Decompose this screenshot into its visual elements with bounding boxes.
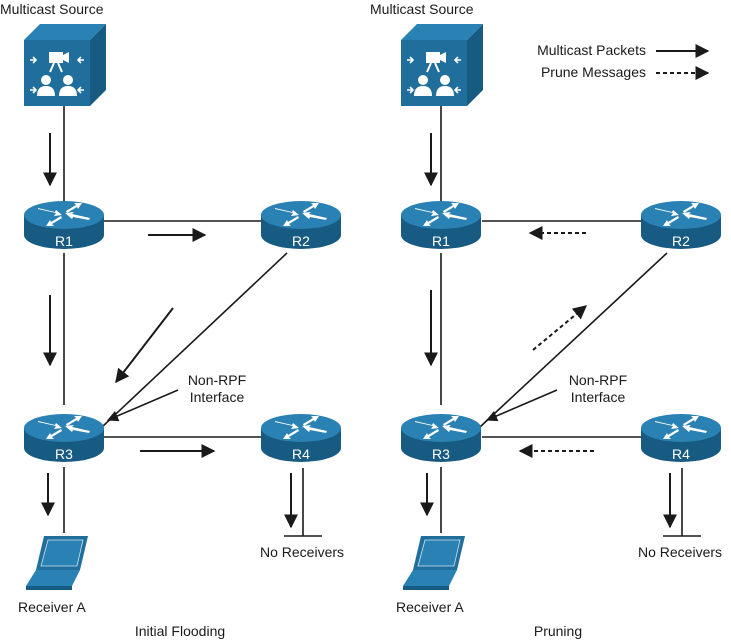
router-label: R1 xyxy=(432,233,450,249)
router-r1[interactable]: R1 xyxy=(401,201,481,249)
router-r3[interactable]: R3 xyxy=(401,414,481,462)
non-rpf-label-line1: Non-RPF xyxy=(188,372,246,388)
router-r4[interactable]: R4 xyxy=(261,414,341,462)
caption-initial-flooding: Initial Flooding xyxy=(135,623,225,639)
links xyxy=(440,106,701,537)
non-rpf-label-line2: Interface xyxy=(190,389,245,405)
panel-pruning: Multicast Source Multicast Packets Prune… xyxy=(370,1,722,639)
router-r2[interactable]: R2 xyxy=(261,201,341,249)
multicast-packet-arrows xyxy=(41,133,298,529)
non-rpf-label-line2: Interface xyxy=(571,389,626,405)
caption-pruning: Pruning xyxy=(534,623,582,639)
no-receivers-label: No Receivers xyxy=(638,544,722,560)
non-rpf-label-line1: Non-RPF xyxy=(569,372,627,388)
router-r1[interactable]: R1 xyxy=(24,201,104,249)
router-label: R3 xyxy=(55,446,73,462)
non-rpf-pointer xyxy=(485,389,558,422)
multicast-source-label: Multicast Source xyxy=(0,1,104,17)
non-rpf-pointer xyxy=(106,389,179,422)
laptop-icon xyxy=(402,535,466,591)
no-receivers-label: No Receivers xyxy=(260,544,344,560)
prune-r3-to-r2 xyxy=(532,305,588,351)
multicast-source-label: Multicast Source xyxy=(370,1,474,17)
receiver-label: Receiver A xyxy=(18,599,86,615)
router-r2[interactable]: R2 xyxy=(641,201,721,249)
router-r3[interactable]: R3 xyxy=(24,414,104,462)
arrow-r2-to-r3 xyxy=(115,307,174,384)
legend-multicast-packets-label: Multicast Packets xyxy=(537,42,646,58)
router-r4[interactable]: R4 xyxy=(641,414,721,462)
panel-initial-flooding: Multicast Source Non-RPF Interface xyxy=(0,1,344,639)
links xyxy=(63,106,322,537)
router-label: R4 xyxy=(292,446,310,462)
multicast-source-icon xyxy=(400,23,484,107)
prune-message-arrows xyxy=(518,226,594,458)
legend: Multicast Packets Prune Messages xyxy=(537,42,710,80)
multicast-packet-arrows xyxy=(420,133,677,529)
router-label: R2 xyxy=(672,233,690,249)
legend-prune-messages-label: Prune Messages xyxy=(541,64,646,80)
laptop-icon xyxy=(25,535,89,591)
receiver-label: Receiver A xyxy=(396,599,464,615)
router-label: R3 xyxy=(432,446,450,462)
router-label: R1 xyxy=(55,233,73,249)
router-label: R4 xyxy=(672,446,690,462)
router-label: R2 xyxy=(292,233,310,249)
multicast-source-icon xyxy=(23,23,107,107)
